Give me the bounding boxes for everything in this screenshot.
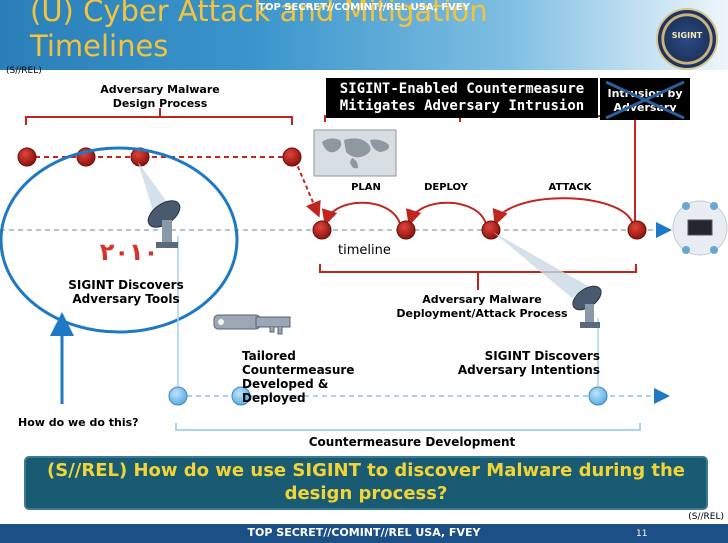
network-node-a [682, 202, 690, 210]
attack-arc [492, 197, 634, 226]
countermeasure-node-1 [168, 386, 188, 406]
network-node-d [710, 246, 718, 254]
mitigates-label: SIGINT-Enabled Countermeasure Mitigates … [339, 81, 585, 114]
key-icon [213, 314, 291, 335]
header-bar [0, 0, 728, 70]
seal-label: SIGINT [671, 31, 703, 40]
intrusion-node [627, 220, 647, 240]
plan-node [312, 220, 332, 240]
classification-banner-top: TOP SECRET//COMINT//REL USA, FVEY [258, 2, 470, 13]
agency-seal-icon [656, 8, 718, 70]
world-map-landmass [322, 138, 389, 169]
target-computer-icon [687, 219, 713, 236]
design-process-bracket [25, 116, 293, 125]
classification-banner-bottom: TOP SECRET//COMINT//REL USA, FVEY [247, 526, 481, 539]
design-process-label: Adversary Malware Design Process [100, 83, 220, 110]
page-title: (U) Cyber Attack and Mitigation Timeline… [30, 0, 488, 63]
phase-label-attack: ATTACK [548, 182, 592, 193]
countermeasure-bracket [175, 423, 641, 431]
design-to-plan-arrow [294, 159, 321, 218]
deploy-arc [405, 201, 487, 226]
crossed-out-icon [605, 80, 685, 120]
deployment-process-label: Adversary Malware Deployment/Attack Proc… [396, 293, 568, 320]
mitigates-callout [326, 78, 598, 118]
question-banner [24, 456, 708, 510]
satellite-dish-icon-right [572, 285, 602, 328]
attack-node [481, 220, 501, 240]
dish-beam-right [493, 232, 588, 298]
countermeasure-node-3 [588, 386, 608, 406]
portion-marking-top: (S//REL) [6, 66, 42, 76]
countermeasure-development-label: Countermeasure Development [308, 435, 516, 449]
network-node-b [710, 202, 718, 210]
sigint-tools-label: SIGINT Discovers Adversary Tools [68, 278, 184, 306]
question-label: How do we do this? [18, 416, 139, 429]
design-node-1 [17, 147, 37, 167]
design-focus-ellipse [0, 146, 239, 334]
malware-tool-text: ٢٠١٠ [99, 238, 159, 266]
countermeasure-node-2 [231, 386, 251, 406]
network-node-c [682, 246, 690, 254]
sigint-intentions-label: SIGINT Discovers Adversary Intentions [457, 349, 600, 377]
design-node-4 [282, 147, 302, 167]
plan-arc [321, 201, 401, 226]
question-banner-text: (S//REL) How do we use SIGINT to discove… [47, 460, 685, 504]
portion-marking-bottom: (S//REL) [688, 512, 724, 522]
footer-bar [0, 524, 728, 543]
satellite-dish-icon-left [147, 200, 181, 248]
phase-label-deploy: DEPLOY [424, 182, 468, 193]
deploy-node [396, 220, 416, 240]
tailored-countermeasure-label: Tailored Countermeasure Developed & Depl… [242, 349, 355, 405]
deployment-bracket [319, 264, 637, 273]
phase-label-plan: PLAN [351, 182, 381, 193]
timeline-label: timeline [338, 243, 391, 258]
page-number: 11 [636, 529, 648, 539]
